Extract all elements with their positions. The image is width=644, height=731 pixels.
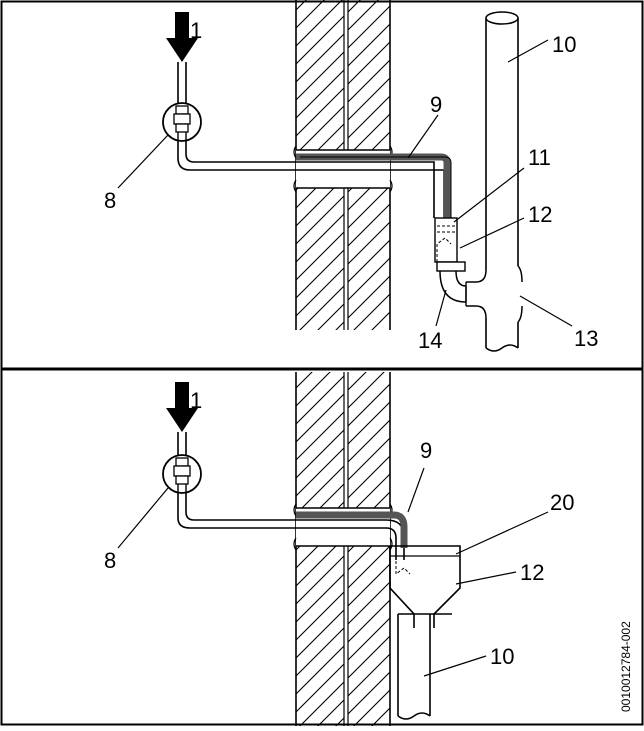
label-arrow-bottom: 1 xyxy=(190,388,202,413)
label-safety-valve: 8 xyxy=(104,188,116,213)
label-gap: 20 xyxy=(550,490,574,515)
bottom-panel: 1 8 9 20 12 10 0010012784-002 xyxy=(104,372,633,726)
insulation-bottom xyxy=(296,511,408,548)
top-panel: 1 8 9 10 11 12 13 14 xyxy=(104,0,598,353)
wall-bottom xyxy=(293,372,393,726)
drain-stack-top xyxy=(485,11,519,352)
label-drain-bottom: 10 xyxy=(490,644,514,669)
safety-valve-icon-bottom xyxy=(162,454,202,494)
discharge-pipe-top xyxy=(177,141,445,218)
label-tee: 13 xyxy=(574,326,598,351)
drain-stack-bottom xyxy=(397,613,452,720)
wall-top xyxy=(293,0,393,330)
label-elbow: 14 xyxy=(418,328,442,353)
label-wall-pipe: 9 xyxy=(430,92,442,117)
flow-arrow-icon-bottom xyxy=(166,382,198,432)
label-safety-valve-bottom: 8 xyxy=(104,548,116,573)
label-drain: 10 xyxy=(552,32,576,57)
trap-cap xyxy=(434,217,458,263)
label-wall-pipe-bottom: 9 xyxy=(420,438,432,463)
safety-valve-icon xyxy=(162,102,202,142)
leader-lines-bottom xyxy=(117,467,549,677)
label-arrow: 1 xyxy=(190,18,202,43)
funnel xyxy=(389,545,461,628)
tee-fitting xyxy=(465,265,523,323)
label-trap-cap: 11 xyxy=(528,145,551,170)
label-funnel-bottom: 12 xyxy=(520,560,544,585)
flow-arrow-icon xyxy=(166,12,198,62)
drawing-code: 0010012784-002 xyxy=(619,621,633,712)
elbow-fitting xyxy=(436,261,467,303)
leader-lines-top xyxy=(117,39,573,327)
label-funnel: 12 xyxy=(528,202,552,227)
